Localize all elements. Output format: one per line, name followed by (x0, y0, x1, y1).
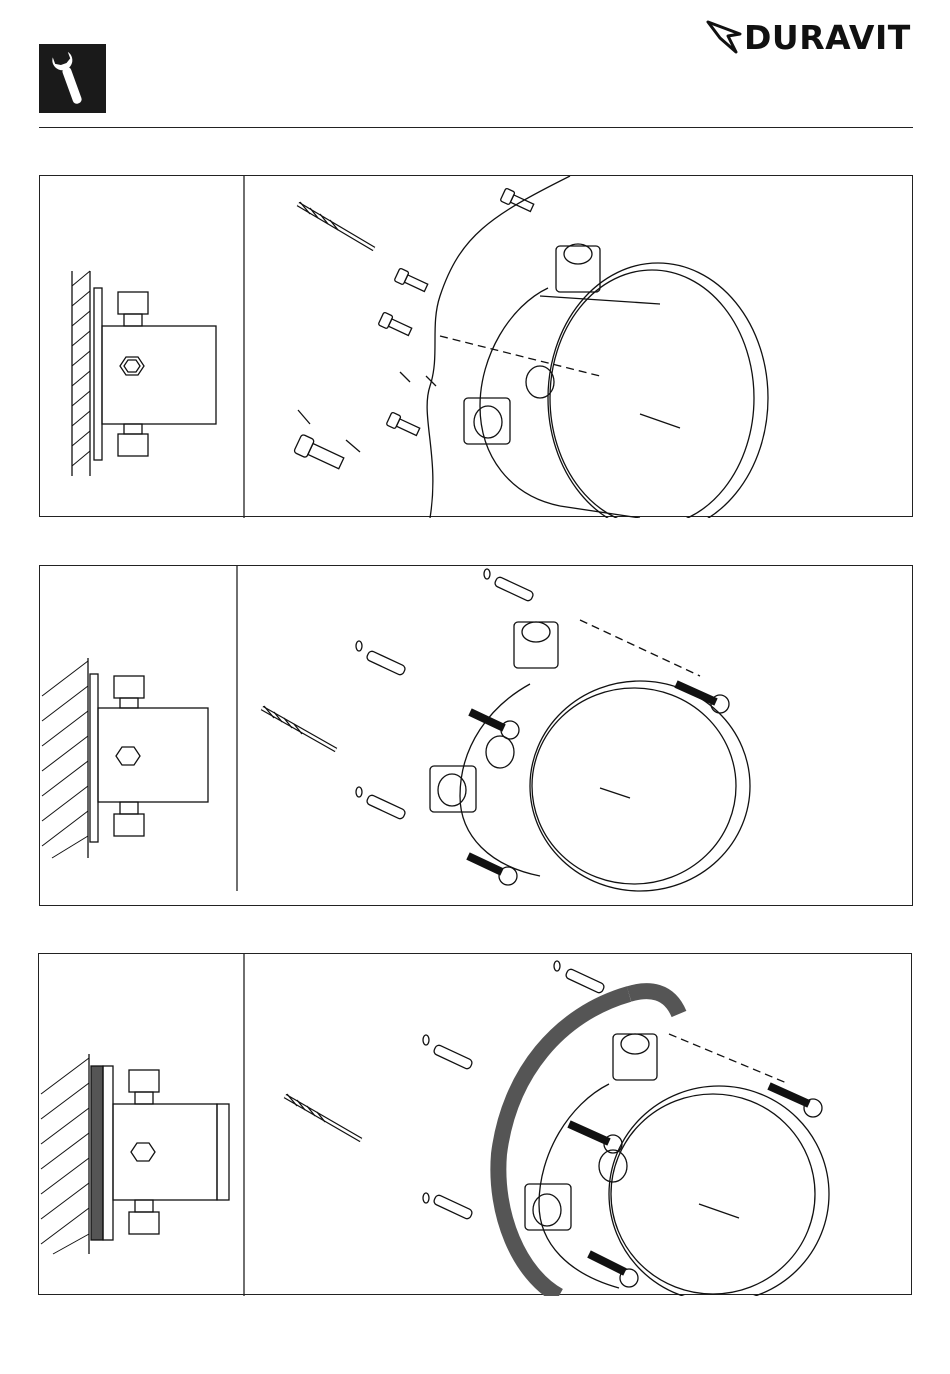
installation-box (440, 244, 768, 518)
step-1-illustration (40, 176, 914, 518)
drill-bit (298, 202, 374, 249)
installation-box (525, 1034, 829, 1296)
brand-name: DURAVIT (744, 18, 911, 57)
duravit-swoosh-icon (706, 16, 746, 56)
wall-plugs (356, 569, 534, 820)
installation-box (430, 620, 750, 891)
mounting-bolts (294, 188, 535, 472)
header-divider (39, 127, 913, 128)
screws (569, 1086, 822, 1287)
wall-section-flush (72, 271, 216, 476)
drill-bit (285, 1094, 361, 1140)
step-2-panel (39, 565, 913, 906)
step-3-illustration (39, 954, 913, 1296)
wall-section-hatched (42, 658, 208, 858)
step-1-panel (39, 175, 913, 517)
tool-badge (39, 44, 106, 113)
brand-logo: DURAVIT (706, 14, 916, 58)
wall-section-with-seal (41, 1054, 229, 1254)
sealing-gasket (498, 991, 679, 1296)
wrench-icon (39, 44, 106, 113)
step-3-panel (38, 953, 912, 1295)
drill-bit (262, 706, 336, 750)
sealing-layer (91, 1066, 103, 1240)
screws (468, 684, 729, 885)
step-2-illustration (40, 566, 914, 907)
